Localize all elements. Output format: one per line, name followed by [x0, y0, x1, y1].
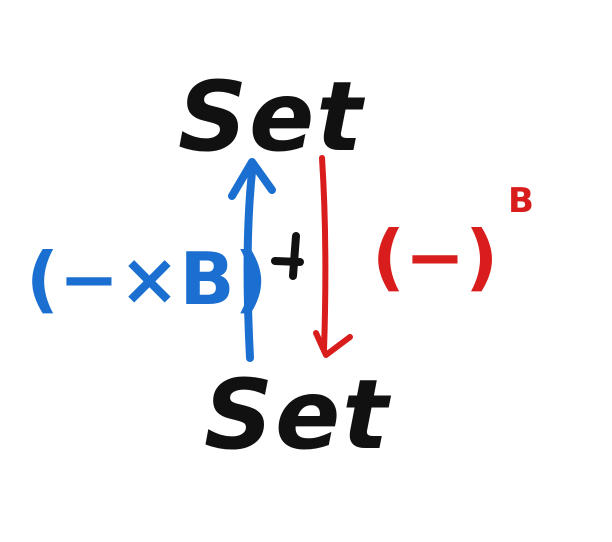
- left-functor-arrow: [228, 158, 276, 362]
- adjunction-symbol: [271, 232, 304, 280]
- top-object-label: Set: [178, 61, 365, 173]
- right-functor-superscript: B: [508, 181, 534, 221]
- left-functor-label: (−×B): [26, 237, 267, 321]
- bottom-object-label: Set: [204, 359, 391, 471]
- right-functor-arrow: [313, 155, 353, 358]
- right-functor-label: (−): [372, 215, 498, 299]
